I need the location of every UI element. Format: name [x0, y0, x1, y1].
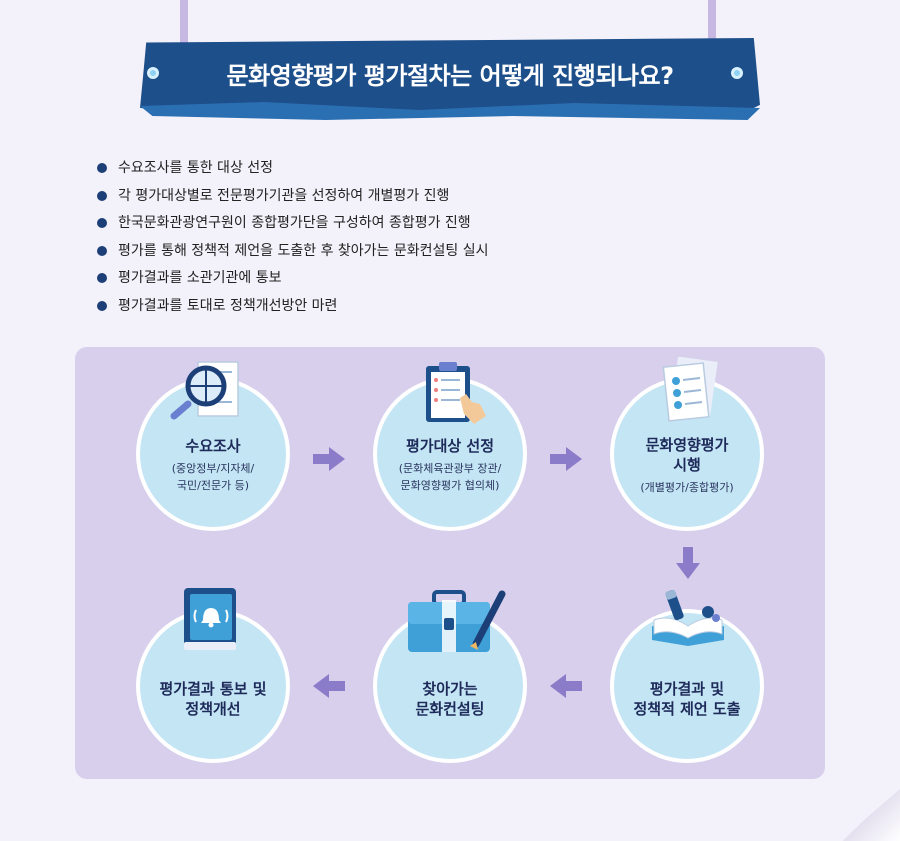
arrow-left-icon [550, 674, 582, 698]
arrow-left-icon [313, 674, 345, 698]
step-subtitle-line: (문화체육관광부 장관/ [398, 462, 502, 475]
step-title: 수요조사 [185, 437, 241, 455]
procedure-summary-list: 수요조사를 통한 대상 선정 각 평가대상별로 전문평가기관을 선정하여 개별평… [96, 158, 488, 323]
step-title-line: 찾아가는 [422, 680, 478, 698]
step-title-line: 문화영향평가 [645, 435, 729, 454]
banner-hanger-left [180, 0, 188, 46]
step-title: 평가대상 선정 [405, 437, 495, 455]
list-item: 각 평가대상별로 전문평가기관을 선정하여 개별평가 진행 [96, 186, 488, 214]
banner-hanger-right [708, 0, 716, 46]
list-item: 평가결과를 소관기관에 통보 [96, 268, 488, 296]
step-title-line: 문화컨설팅 [415, 700, 485, 718]
step-title: 문화영향평가 시행 [646, 435, 729, 475]
clipboard-checklist-icon [426, 362, 486, 424]
notification-book-icon [184, 588, 236, 650]
step-title: 평가결과 및 정책적 제언 도출 [633, 679, 740, 719]
checklist-document-icon [662, 357, 718, 422]
magnifier-document-icon [170, 361, 239, 420]
step-subtitle: (문화체육관광부 장관/ 문화영향평가 협의체) [399, 460, 502, 494]
list-item: 평가결과를 토대로 정책개선방안 마련 [96, 296, 488, 324]
banner-dot-right-icon [731, 67, 743, 79]
book-pen-icon [652, 589, 724, 646]
page-curl-decoration [840, 789, 900, 841]
step-title: 찾아가는 문화컨설팅 [415, 679, 484, 719]
step-subtitle: (중앙정부/지자체/ 국민/전문가 등) [172, 460, 255, 494]
briefcase-pen-icon [408, 590, 506, 652]
arrow-right-icon [550, 447, 582, 471]
step-consulting: 찾아가는 문화컨설팅 [373, 609, 527, 763]
page-title: 문화영향평가 평가절차는 어떻게 진행되나요? [226, 62, 674, 90]
arrow-down-icon [676, 547, 700, 579]
step-title-line: 평가결과 통보 및 [159, 680, 267, 698]
step-title-line: 정책적 제언 도출 [633, 700, 741, 718]
step-title-line: 평가결과 및 [649, 680, 725, 698]
step-subtitle: (개별평가/종합평가) [640, 480, 734, 494]
step-subtitle-line: 문화영향평가 협의체) [400, 479, 500, 492]
list-item: 수요조사를 통한 대상 선정 [96, 158, 488, 186]
step-title-line: 정책개선 [185, 700, 241, 718]
banner-dot-left-icon [147, 67, 159, 79]
step-title: 평가결과 통보 및 정책개선 [159, 679, 266, 719]
list-item: 한국문화관광연구원이 종합평가단을 구성하여 종합평가 진행 [96, 213, 488, 241]
banner-wave-decoration [140, 102, 760, 120]
arrow-right-icon [313, 447, 345, 471]
step-assessment-execution: 문화영향평가 시행 (개별평가/종합평가) [610, 377, 764, 531]
list-item: 평가를 통해 정책적 제언을 도출한 후 찾아가는 문화컨설팅 실시 [96, 241, 488, 269]
step-title-line: 시행 [673, 455, 701, 474]
step-subtitle-line: 국민/전문가 등) [176, 479, 250, 492]
step-demand-survey: 수요조사 (중앙정부/지자체/ 국민/전문가 등) [136, 377, 290, 531]
step-subtitle-line: (중앙정부/지자체/ [171, 462, 255, 475]
title-banner [140, 38, 760, 114]
